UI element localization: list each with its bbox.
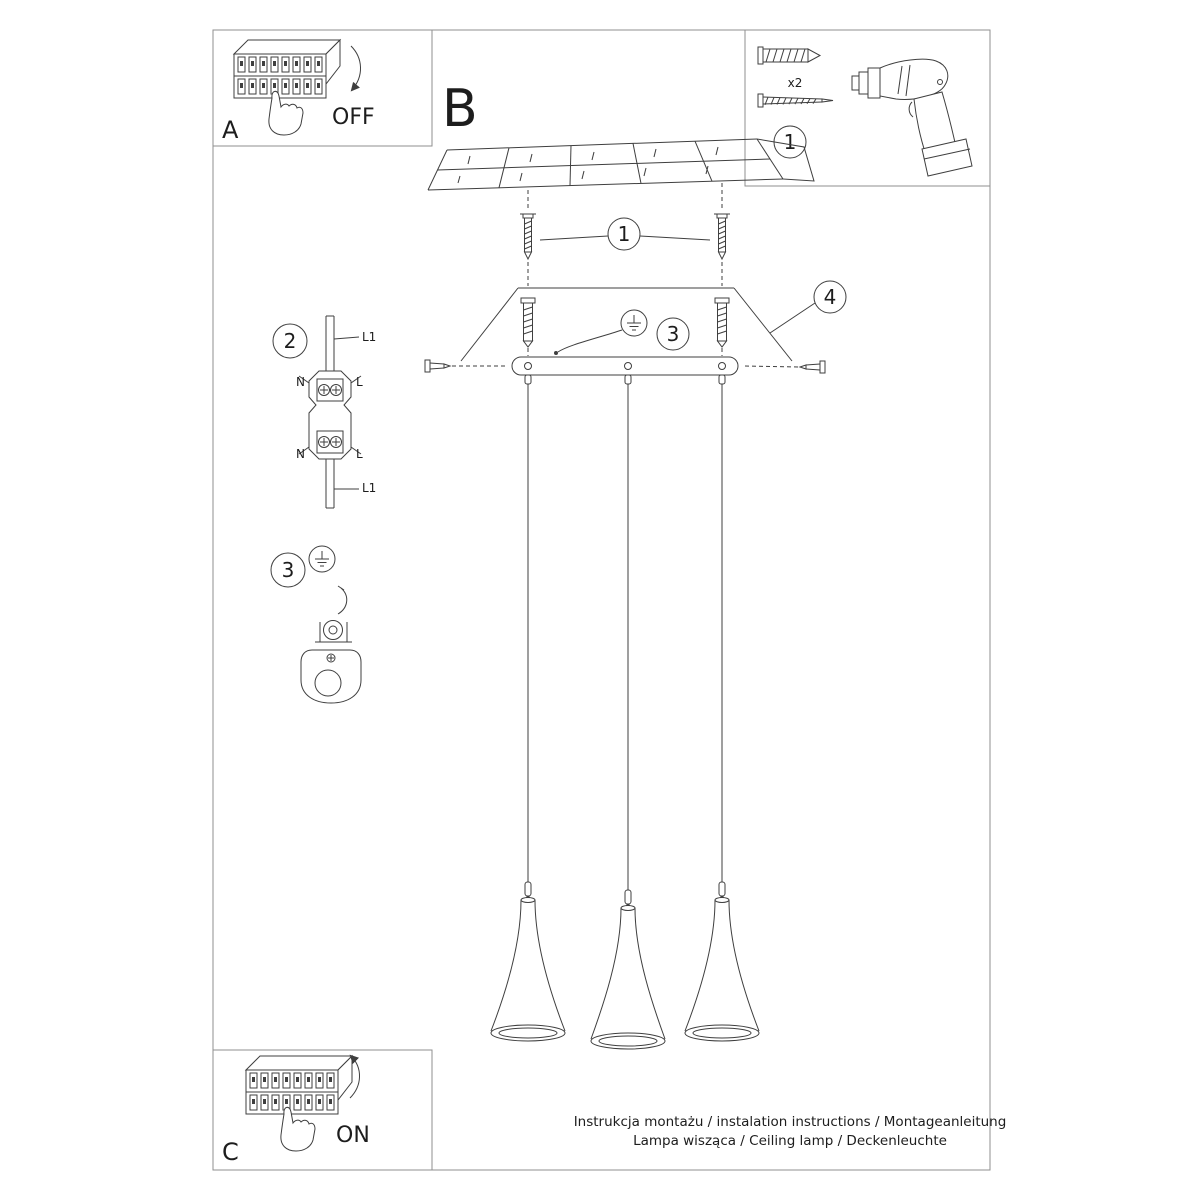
power-on-label: ON	[336, 1123, 370, 1148]
parts-box: x2	[744, 29, 991, 187]
left-wall-plug	[520, 297, 536, 348]
switch-up-arrow	[349, 1054, 360, 1099]
label-l-bottom: L	[356, 447, 363, 461]
screws-callout-circle	[607, 217, 641, 251]
ground-callout-number: 3	[667, 322, 680, 346]
pendant-cords	[524, 374, 726, 890]
right-wall-plug	[714, 297, 730, 348]
footer-line-1: Instrukcja montażu / instalation instruc…	[574, 1114, 1007, 1130]
right-side-screw	[741, 360, 826, 374]
left-anchor-screw	[519, 213, 537, 260]
left-side-screw	[424, 359, 508, 373]
screws-callout-number: 1	[618, 222, 631, 246]
step-a-power-off-box: A OFF	[212, 29, 433, 147]
ground-detail: 3	[270, 545, 362, 704]
ground-callout-circle	[656, 317, 690, 351]
ground-detail-callout-number: 3	[282, 558, 295, 582]
step-c-label: C	[222, 1138, 239, 1166]
terminal-detail: 2 L1 N L N L L1	[272, 315, 376, 509]
footer: Instrukcja montażu / instalation instruc…	[574, 1114, 1007, 1149]
ground-detail-callout-circle	[270, 552, 306, 588]
power-off-label: OFF	[332, 105, 375, 130]
footer-line-2: Lampa wisząca / Ceiling lamp / Deckenleu…	[633, 1133, 947, 1149]
step-a-label: A	[222, 116, 239, 144]
screw-icon	[757, 93, 834, 108]
drill-icon	[851, 58, 973, 177]
pendant-cone-right	[684, 881, 760, 1042]
canopy-callout-number: 4	[824, 285, 837, 309]
label-l-top: L	[356, 375, 363, 389]
right-anchor-screw	[713, 213, 731, 260]
label-n-bottom: N	[296, 447, 305, 461]
clamp-screw-head	[323, 620, 343, 640]
ground-symbol-icon	[308, 545, 336, 573]
ground-symbol-icon	[620, 309, 648, 337]
ground-wire	[557, 329, 623, 353]
pendant-cone-left	[490, 881, 566, 1042]
terminal-callout-circle	[272, 323, 308, 359]
section-b-label: B	[442, 79, 478, 139]
terminal-callout-number: 2	[284, 329, 297, 353]
label-n-top: N	[296, 375, 305, 389]
label-wire-top: L1	[362, 330, 376, 344]
canopy-assembly: 3 4	[424, 280, 847, 376]
breaker-panel-illustration	[233, 39, 341, 136]
canopy-callout-circle	[813, 280, 847, 314]
step-c-power-on-box: C ON	[212, 1049, 433, 1171]
switch-down-arrow	[350, 45, 361, 92]
ceiling-grid	[427, 138, 815, 191]
page-border	[212, 29, 991, 1171]
wall-plug-icon	[757, 46, 822, 65]
ground-cable	[337, 587, 348, 615]
anchor-screws: 1	[519, 183, 731, 286]
plug-quantity-label: x2	[788, 76, 803, 90]
parts-callout-number: 1	[784, 130, 797, 154]
terminal-body	[308, 370, 352, 460]
clamp-body	[300, 649, 362, 704]
pendant-cone-middle	[590, 889, 666, 1050]
label-wire-bottom: L1	[362, 481, 376, 495]
